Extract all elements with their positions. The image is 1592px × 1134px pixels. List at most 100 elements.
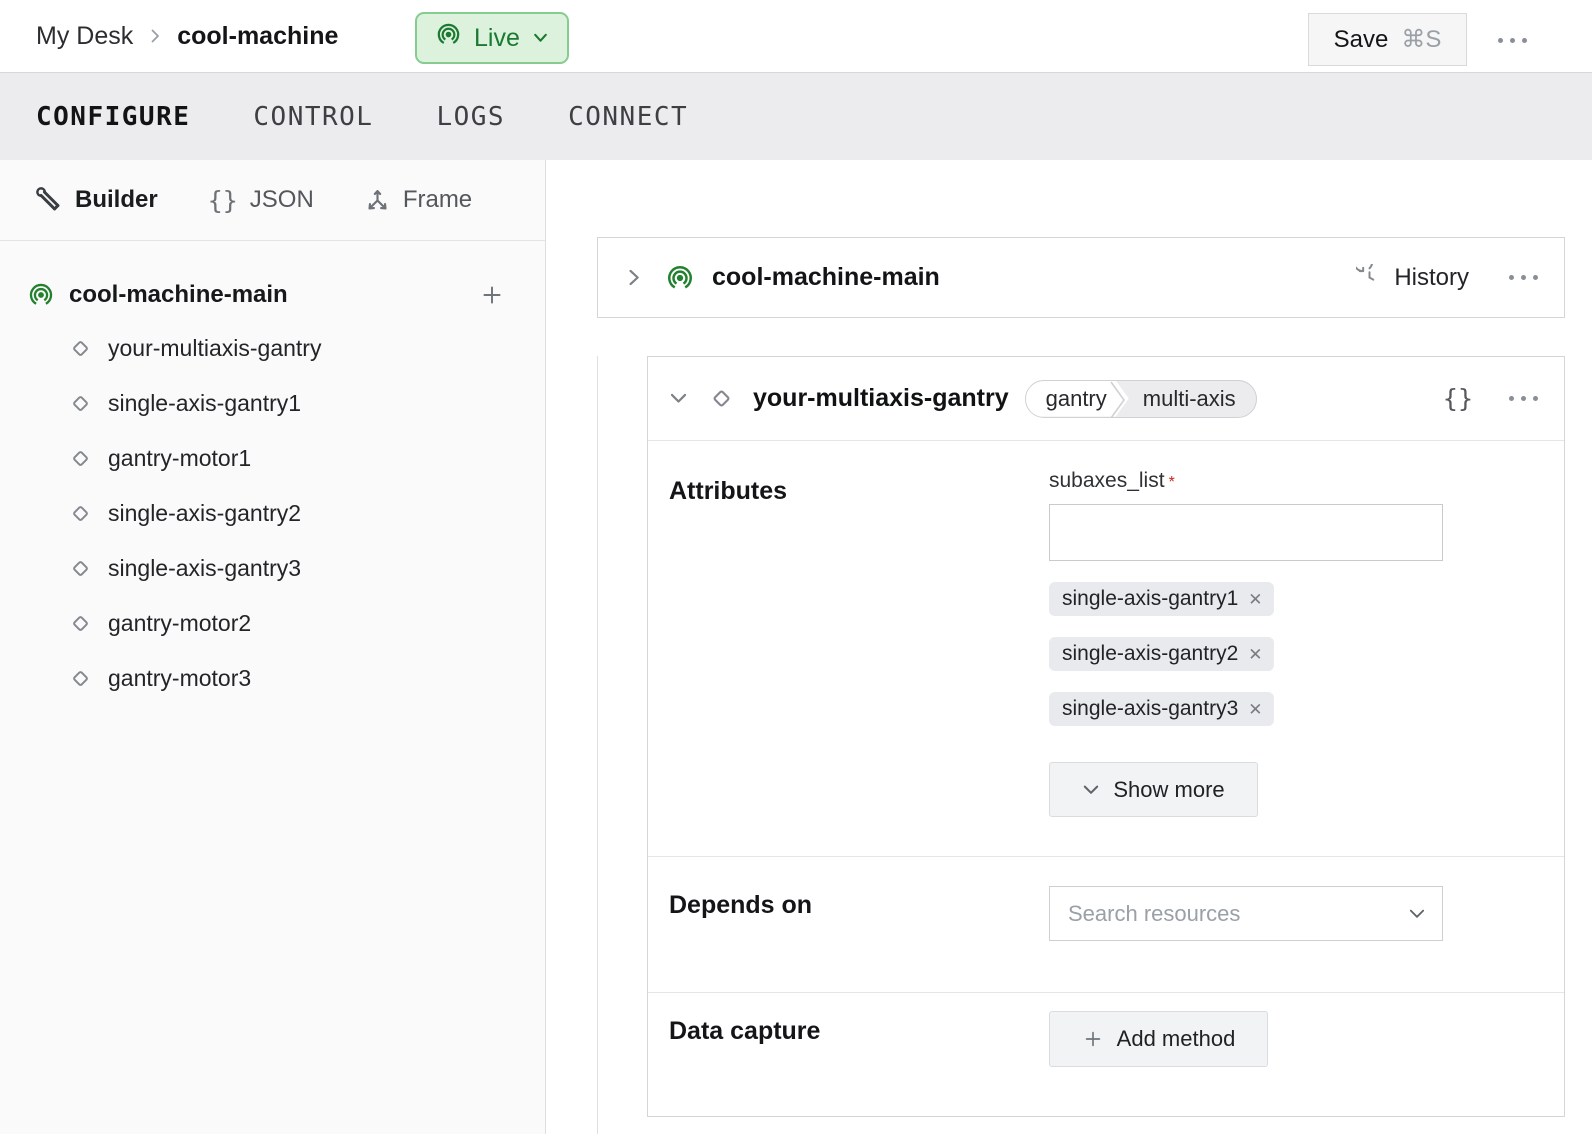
machine-part-icon: [27, 281, 55, 309]
component-diamond-icon: [68, 501, 93, 526]
tab-control[interactable]: CONTROL: [253, 101, 374, 132]
add-resource-button[interactable]: [479, 282, 505, 308]
subaxes-chip-list: single-axis-gantry1 ✕ single-axis-gantry…: [1049, 582, 1443, 726]
tree-item-gantry-motor1[interactable]: gantry-motor1: [0, 431, 545, 486]
machine-name: cool-machine: [177, 21, 339, 50]
chip-remove-icon[interactable]: ✕: [1248, 589, 1263, 609]
history-button[interactable]: History: [1356, 264, 1469, 292]
chevron-down-icon: [532, 24, 549, 53]
main-content: cool-machine-main History: [546, 160, 1592, 1134]
ellipsis-icon: [1498, 37, 1527, 43]
component-diamond-icon: [68, 611, 93, 636]
overflow-menu-button[interactable]: [1494, 22, 1531, 58]
top-header: My Desk cool-machine Live Save ⌘S: [0, 0, 1592, 72]
part-title: cool-machine-main: [712, 263, 940, 291]
tree-item-single-axis-gantry3[interactable]: single-axis-gantry3: [0, 541, 545, 596]
collapse-chevron-down-icon[interactable]: [669, 389, 688, 408]
add-method-label: Add method: [1116, 1026, 1236, 1051]
view-tab-frame[interactable]: Frame: [364, 186, 472, 214]
tree-item-label: gantry-motor2: [108, 610, 252, 636]
live-label: Live: [474, 23, 520, 52]
data-capture-section: Data capture Add method: [648, 992, 1564, 1116]
view-tab-builder-label: Builder: [75, 186, 158, 213]
component-diamond-icon: [68, 666, 93, 691]
chip-label: single-axis-gantry2: [1062, 642, 1239, 665]
data-capture-label: Data capture: [669, 1017, 821, 1045]
component-diamond-icon: [68, 391, 93, 416]
chevron-down-icon: [1408, 905, 1426, 923]
nesting-indent-line: [597, 356, 598, 1134]
tree-item-label: gantry-motor1: [108, 445, 252, 471]
chevron-down-icon: [1082, 781, 1100, 799]
depends-on-label: Depends on: [669, 891, 813, 919]
type-badge-category: gantry: [1026, 381, 1129, 417]
tree-item-single-axis-gantry1[interactable]: single-axis-gantry1: [0, 376, 545, 431]
depends-on-select[interactable]: Search resources: [1049, 886, 1443, 941]
attributes-section: Attributes subaxes_list* single-axis-gan…: [648, 441, 1564, 856]
component-diamond-icon: [708, 385, 735, 412]
show-more-label: Show more: [1113, 776, 1225, 802]
view-tab-frame-label: Frame: [402, 186, 473, 213]
chip-single-axis-gantry3: single-axis-gantry3 ✕: [1049, 692, 1274, 726]
show-more-button[interactable]: Show more: [1049, 762, 1258, 817]
braces-icon: {}: [207, 185, 238, 215]
tab-logs[interactable]: LOGS: [436, 101, 506, 132]
chip-remove-icon[interactable]: ✕: [1248, 644, 1263, 664]
subaxes-input[interactable]: [1049, 504, 1443, 561]
tab-connect[interactable]: CONNECT: [568, 101, 689, 132]
save-label: Save: [1333, 25, 1389, 53]
tree-item-single-axis-gantry2[interactable]: single-axis-gantry2: [0, 486, 545, 541]
view-tab-json-label: JSON: [249, 186, 314, 213]
add-method-button[interactable]: Add method: [1049, 1011, 1268, 1067]
tree-item-label: your-multiaxis-gantry: [108, 335, 322, 361]
tools-icon: [36, 186, 63, 214]
chip-single-axis-gantry1: single-axis-gantry1 ✕: [1049, 582, 1274, 616]
tree-item-gantry-motor2[interactable]: gantry-motor2: [0, 596, 545, 651]
view-tab-json[interactable]: {} JSON: [208, 186, 314, 215]
chip-label: single-axis-gantry1: [1062, 587, 1239, 610]
resource-title: your-multiaxis-gantry: [753, 384, 1009, 412]
part-card-cool-machine-main: cool-machine-main History: [597, 237, 1565, 318]
tree-item-label: single-axis-gantry1: [108, 390, 302, 416]
required-marker: *: [1168, 474, 1175, 491]
save-shortcut: ⌘S: [1401, 26, 1442, 53]
resource-card-header: your-multiaxis-gantry gantry multi-axis …: [648, 357, 1564, 441]
subaxes-list-label: subaxes_list: [1049, 469, 1165, 492]
main-tab-bar: CONFIGURE CONTROL LOGS CONNECT: [0, 72, 1592, 160]
resource-type-badge: gantry multi-axis: [1024, 379, 1257, 418]
config-sidebar: Builder {} JSON Frame: [0, 160, 546, 1134]
component-diamond-icon: [68, 336, 93, 361]
tree-item-your-multiaxis-gantry[interactable]: your-multiaxis-gantry: [0, 321, 545, 376]
tree-item-gantry-motor3[interactable]: gantry-motor3: [0, 651, 545, 706]
machine-part-icon: [665, 263, 695, 293]
sidebar-view-tabs: Builder {} JSON Frame: [0, 160, 545, 241]
depends-on-section: Depends on Search resources: [648, 856, 1564, 992]
part-card-menu-button[interactable]: [1509, 275, 1538, 280]
badge-separator-chevron: [1109, 381, 1125, 417]
chip-remove-icon[interactable]: ✕: [1248, 699, 1263, 719]
tree-item-label: gantry-motor3: [108, 665, 252, 691]
tree-item-label: single-axis-gantry2: [108, 500, 302, 526]
type-badge-model: multi-axis: [1142, 385, 1236, 411]
depends-on-placeholder: Search resources: [1068, 900, 1241, 926]
resource-card-menu-button[interactable]: [1509, 396, 1538, 401]
history-clock-icon: [1356, 264, 1383, 291]
chip-label: single-axis-gantry3: [1062, 697, 1239, 720]
view-tab-builder[interactable]: Builder: [36, 186, 158, 214]
tree-root-cool-machine-main[interactable]: cool-machine-main: [0, 269, 545, 321]
tree-item-label: single-axis-gantry3: [108, 555, 302, 581]
breadcrumb-parent-link[interactable]: My Desk: [36, 21, 134, 50]
component-diamond-icon: [68, 446, 93, 471]
expand-chevron-right-icon[interactable]: [624, 268, 643, 287]
live-status-dropdown[interactable]: Live: [415, 12, 569, 64]
tab-configure[interactable]: CONFIGURE: [36, 101, 191, 132]
attributes-fields: subaxes_list* single-axis-gantry1 ✕ sing…: [1049, 469, 1443, 856]
tree-root-label: cool-machine-main: [69, 281, 288, 308]
edit-json-icon[interactable]: {}: [1442, 384, 1473, 413]
resource-tree: cool-machine-main your-multiaxis-gantry …: [0, 241, 545, 706]
frame-axes-icon: [364, 187, 391, 214]
save-button[interactable]: Save ⌘S: [1308, 13, 1467, 66]
component-diamond-icon: [68, 556, 93, 581]
plus-icon: [1082, 1028, 1104, 1050]
attributes-section-label: Attributes: [669, 477, 788, 505]
